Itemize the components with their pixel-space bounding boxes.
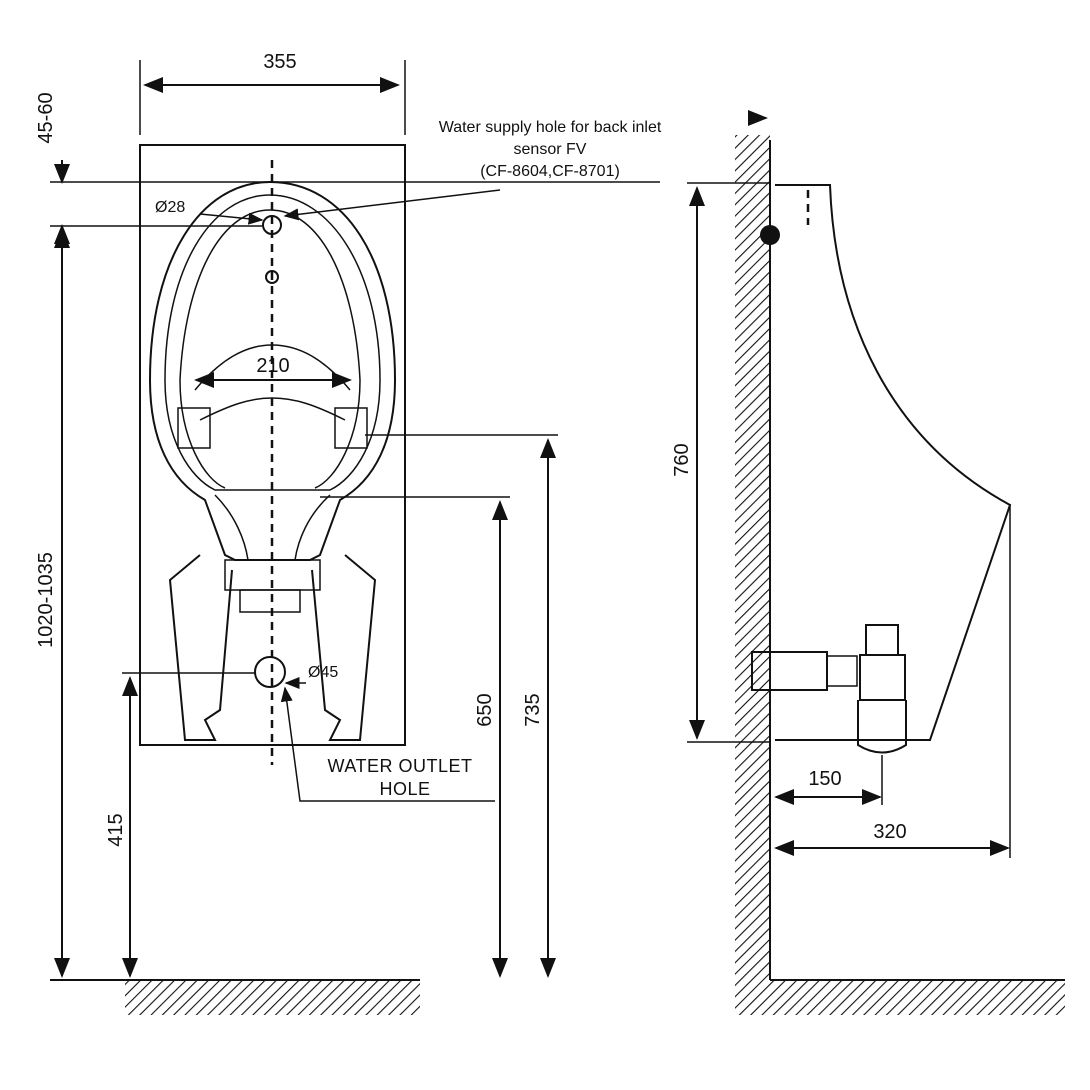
floor-hatch-side xyxy=(770,980,1065,1015)
supply-point xyxy=(760,225,780,245)
trap-depth-dim-label: 150 xyxy=(808,768,841,790)
projection-dim-label: 320 xyxy=(873,821,906,843)
outlet-label-line1: WATER OUTLET xyxy=(328,756,473,776)
outlet-hole xyxy=(254,656,286,688)
svg-text:(CF-8604,CF-8701): (CF-8604,CF-8701) xyxy=(480,163,620,180)
total-height-dim-label: 1020-1035 xyxy=(35,552,57,648)
svg-text:sensor FV: sensor FV xyxy=(514,141,587,158)
urinal-side-profile xyxy=(775,184,1012,741)
bowl-width-dim-label: 210 xyxy=(256,355,289,377)
outlet-dia-label: Ø45 xyxy=(308,664,338,681)
drain-trap xyxy=(751,624,907,754)
floor-hatch-front xyxy=(125,980,420,1015)
side-view: 760 150 320 xyxy=(671,110,1065,1015)
outlet-height-dim-label: 415 xyxy=(105,813,127,846)
dim-650-label: 650 xyxy=(474,693,496,726)
side-height-dim-label: 760 xyxy=(671,443,693,476)
back-panel xyxy=(139,144,406,746)
wall-hatch xyxy=(735,135,770,1015)
width-dim-label: 355 xyxy=(263,51,296,73)
outlet-label-line2: HOLE xyxy=(379,779,430,799)
front-view: 355 45-60 1020-1035 Ø28 210 Ø45 415 650 … xyxy=(35,51,660,1015)
top-offset-dim-label: 45-60 xyxy=(35,92,57,143)
supply-note: Water supply hole for back inlet sensor … xyxy=(283,119,662,221)
svg-text:Water supply hole for back inl: Water supply hole for back inlet xyxy=(439,119,662,136)
dim-735-label: 735 xyxy=(522,693,544,726)
supply-hole-dia-label: Ø28 xyxy=(155,199,185,216)
